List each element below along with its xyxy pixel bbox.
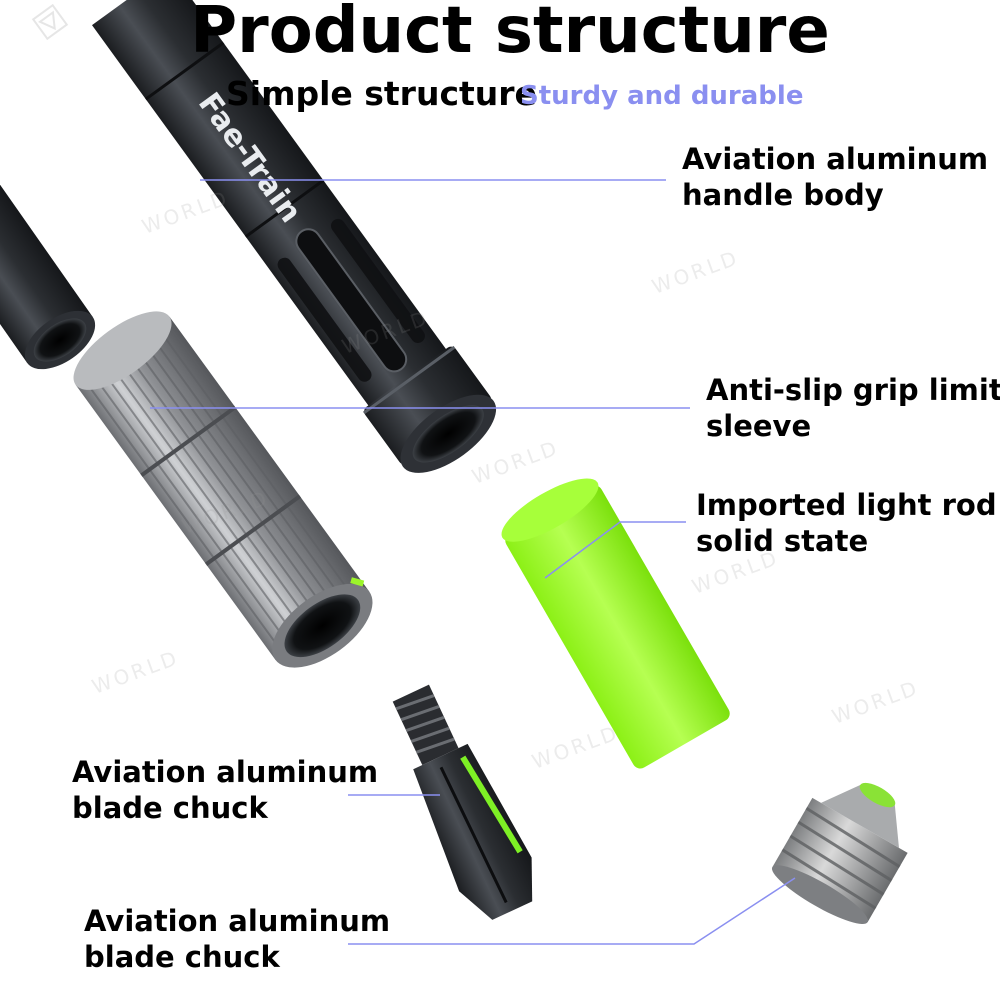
label-blade-chuck-2: Aviation aluminum blade chuck (84, 903, 390, 975)
page-subtitle: Simple structure (226, 74, 537, 113)
label-line: Imported light rod (696, 488, 997, 522)
label-line: handle body (682, 178, 884, 212)
blade-chuck (392, 684, 533, 920)
light-rod (501, 478, 730, 769)
label-line: blade chuck (84, 940, 280, 974)
page-title: Product structure (190, 0, 830, 68)
label-line: Aviation aluminum (84, 904, 391, 938)
label-line: sleeve (706, 409, 812, 443)
leader-line-rod (544, 521, 686, 579)
leader-lines (150, 179, 796, 945)
label-line: Aviation aluminum (72, 755, 379, 789)
label-line: solid state (696, 524, 869, 558)
label-line: Anti-slip grip limit (706, 373, 1000, 407)
label-line: Aviation aluminum (682, 142, 989, 176)
label-line: blade chuck (72, 791, 268, 825)
handle-body: Fae-Train (31, 0, 497, 473)
label-grip-sleeve: Anti-slip grip limit sleeve (706, 372, 1000, 444)
page-subtitle-accent: Sturdy and durable (520, 81, 804, 111)
brand-logo-icon (31, 3, 69, 41)
handle-cap-tube (0, 104, 96, 370)
label-handle-body: Aviation aluminum handle body (682, 141, 988, 213)
label-blade-chuck-1: Aviation aluminum blade chuck (72, 754, 378, 826)
grip-sleeve (73, 311, 373, 668)
leader-line-chuck-2 (348, 877, 796, 945)
screw-tip (771, 782, 908, 925)
label-light-rod: Imported light rod solid state (696, 487, 997, 559)
